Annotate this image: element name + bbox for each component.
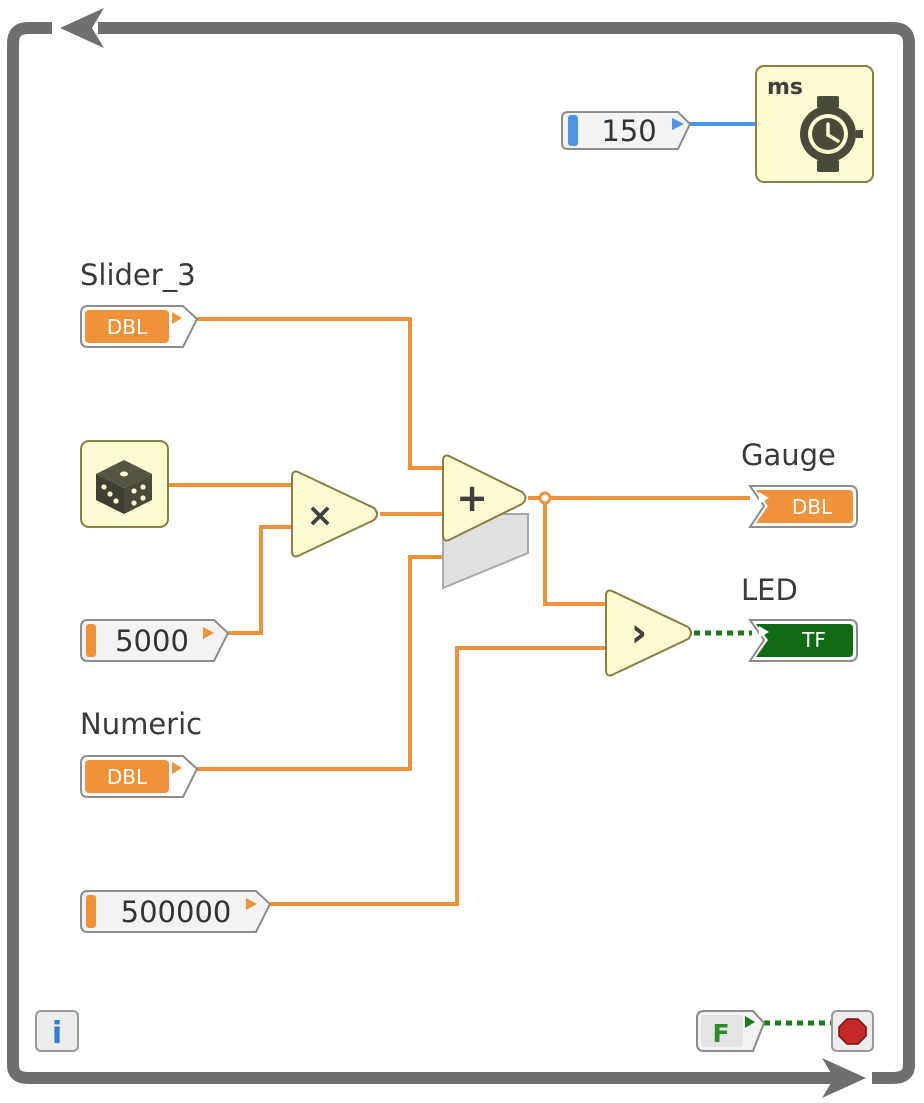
- boolean-constant-false[interactable]: F: [696, 1010, 766, 1052]
- gauge-terminal[interactable]: DBL: [748, 485, 858, 528]
- iteration-terminal[interactable]: i: [35, 1010, 79, 1052]
- random-number-node[interactable]: [80, 440, 169, 528]
- loop-arrow-bottom: [822, 1058, 866, 1098]
- greater-than-node[interactable]: ›: [605, 589, 692, 677]
- constant-500000[interactable]: 500000: [80, 890, 272, 933]
- iteration-symbol: i: [52, 1016, 62, 1051]
- add-node[interactable]: +: [442, 454, 529, 590]
- greater-symbol: ›: [631, 610, 647, 656]
- constant-500000-value: 500000: [121, 895, 232, 929]
- wire-junction: [538, 491, 552, 505]
- wire-numeric-to-add: [197, 555, 445, 771]
- loop-arrow-top: [60, 8, 104, 48]
- stop-sign-icon: [838, 1018, 867, 1045]
- led-type-tag: TF: [801, 628, 826, 652]
- slider-type-tag: DBL: [107, 315, 148, 339]
- gauge-type-tag: DBL: [792, 495, 833, 519]
- while-loop[interactable]: [7, 8, 915, 1098]
- wire-5000-to-multiply: [228, 525, 292, 635]
- multiply-node[interactable]: ×: [291, 470, 378, 558]
- led-label: LED: [741, 573, 798, 607]
- dice-icon: [96, 460, 152, 514]
- stopwatch-icon: [800, 96, 863, 172]
- wire-slider-to-add: [197, 317, 445, 470]
- wait-ms-node[interactable]: ms: [755, 65, 874, 183]
- gauge-label: Gauge: [741, 438, 836, 472]
- boolean-value: F: [712, 1019, 729, 1048]
- constant-150-value: 150: [601, 114, 656, 148]
- numeric-type-tag: DBL: [107, 765, 148, 789]
- numeric-terminal[interactable]: DBL: [80, 755, 199, 798]
- wait-unit-label: ms: [767, 75, 803, 100]
- wires: [168, 122, 833, 1026]
- multiply-symbol: ×: [307, 496, 334, 534]
- led-terminal[interactable]: TF: [748, 619, 858, 662]
- wire-add-to-greater: [543, 498, 607, 606]
- constant-5000[interactable]: 5000: [80, 619, 230, 662]
- wire-500000-to-greater: [270, 646, 607, 906]
- slider-terminal[interactable]: DBL: [80, 305, 199, 348]
- numeric-label: Numeric: [80, 707, 202, 741]
- constant-5000-value: 5000: [115, 624, 189, 658]
- add-symbol: +: [456, 476, 488, 520]
- constant-150[interactable]: 150: [561, 111, 692, 150]
- slider-label: Slider_3: [80, 258, 196, 292]
- stop-terminal[interactable]: [831, 1010, 874, 1052]
